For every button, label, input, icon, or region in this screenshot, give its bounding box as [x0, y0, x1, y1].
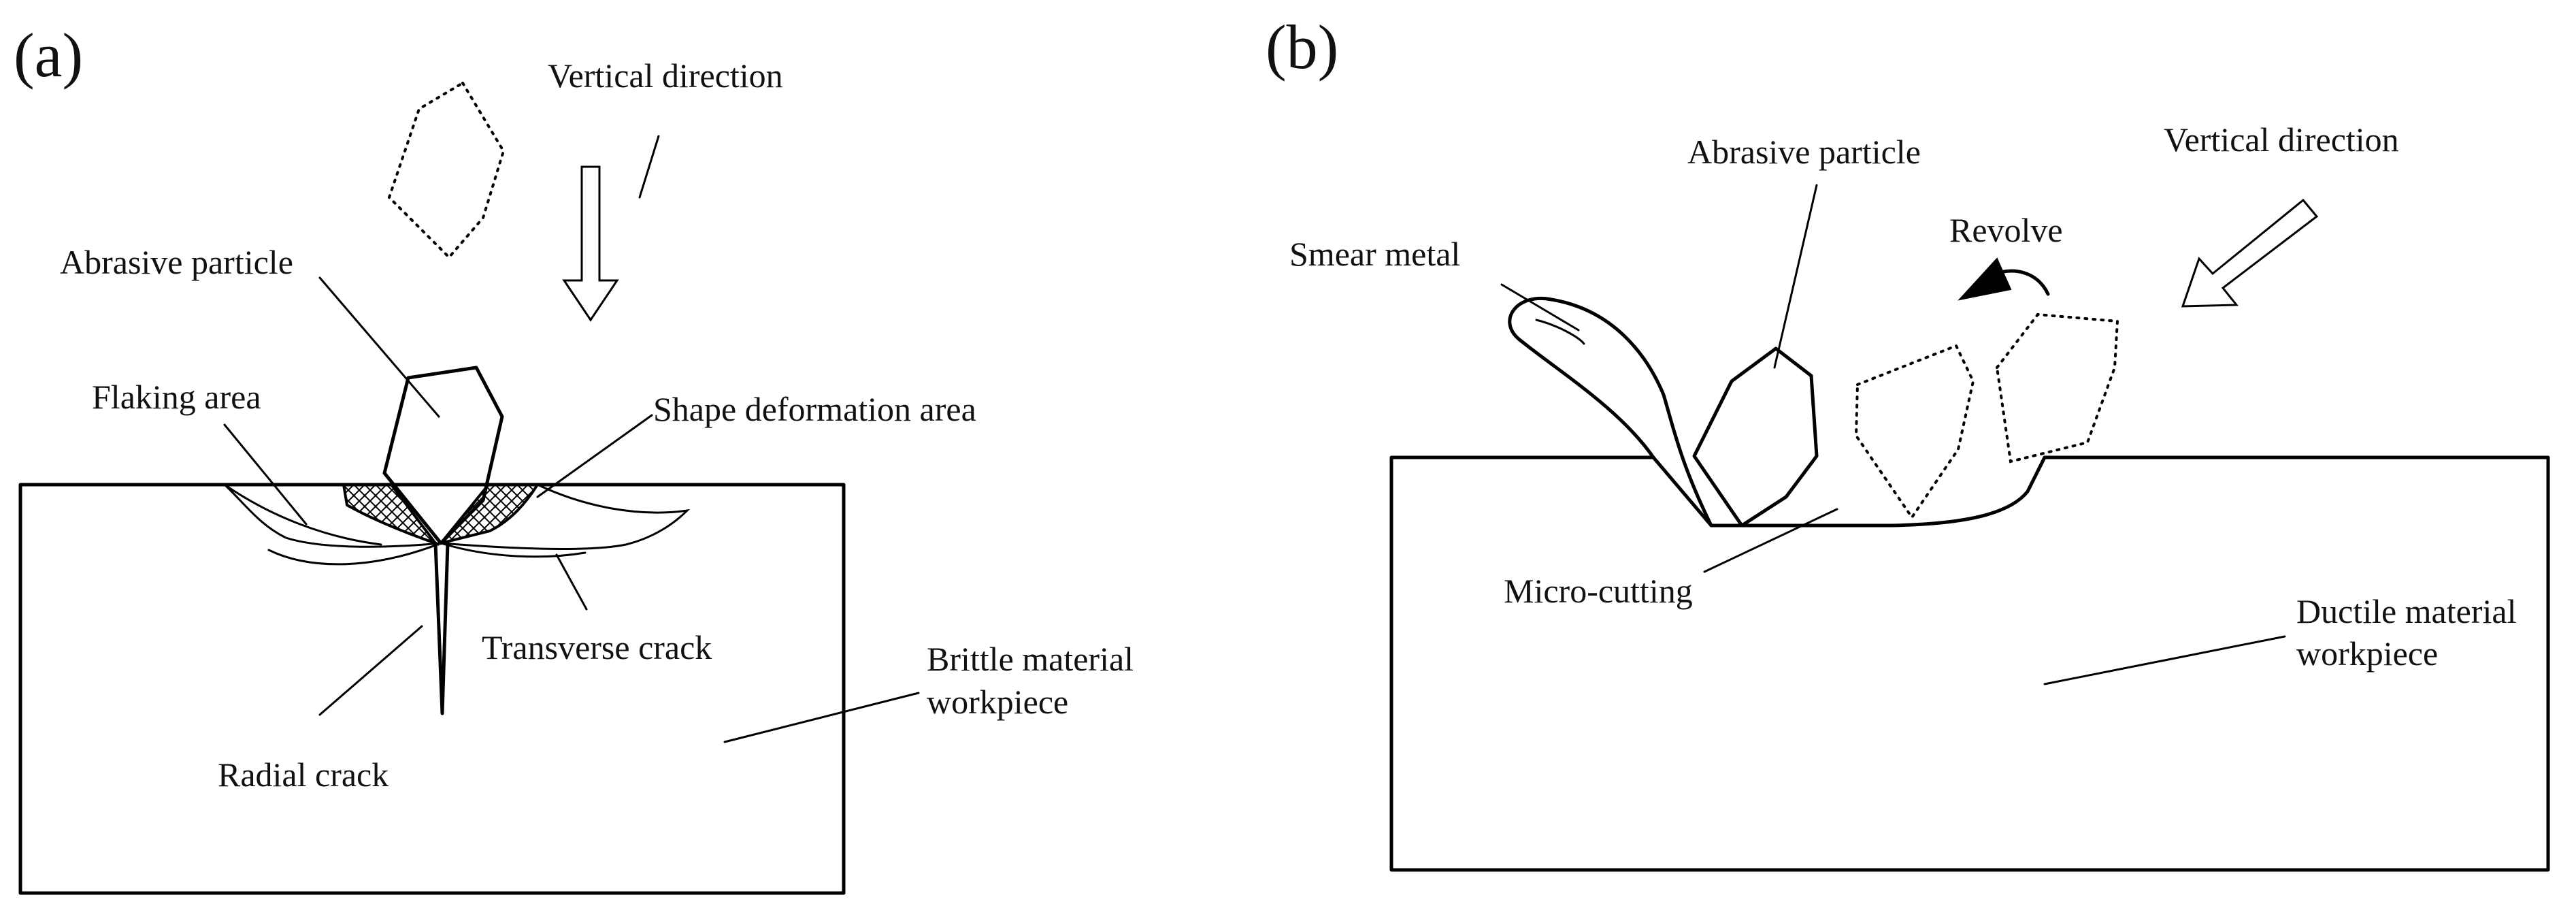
revolve-arrow-head [1958, 257, 2012, 301]
transverse-crack-left [267, 542, 442, 566]
leader-brittle-material [723, 692, 920, 743]
shape-deformation-area-left [342, 483, 440, 547]
leader-smear-metal [1500, 283, 1580, 331]
flaking-area-left-inner [223, 483, 382, 546]
panel-b-tag: (b) [1266, 12, 1338, 82]
panel-a: (a) Vertical direction Abrasive p [14, 20, 1134, 895]
label-smear-metal: Smear metal [1289, 235, 1460, 273]
micro-cutting-groove [1651, 455, 2047, 528]
label-brittle-material-1: Brittle material [927, 640, 1134, 678]
label-brittle-material-2: workpiece [927, 683, 1068, 721]
smear-metal-inner [1535, 319, 1585, 345]
abrasive-particle-outline-2 [1995, 312, 2119, 464]
panel-a-tag: (a) [14, 20, 83, 90]
brittle-workpiece-block [18, 483, 846, 895]
label-transverse-crack: Transverse crack [482, 628, 712, 666]
leader-abrasive-particle [318, 276, 440, 418]
ductile-workpiece-block [1389, 455, 2550, 872]
label-shape-deformation-area: Shape deformation area [653, 390, 976, 428]
label-flaking-area: Flaking area [92, 378, 261, 416]
leader-radial-crack [318, 625, 423, 716]
label-vertical-direction-a: Vertical direction [548, 56, 783, 95]
label-abrasive-particle-b: Abrasive particle [1687, 133, 1921, 171]
leader-flaking-area [223, 423, 308, 525]
leader-abrasive-particle-b [1773, 184, 1818, 369]
label-ductile-material-1: Ductile material [2296, 592, 2516, 630]
radial-crack [433, 541, 450, 715]
label-vertical-direction-b: Vertical direction [2164, 120, 2399, 159]
vertical-direction-arrow [562, 165, 619, 322]
leader-micro-cutting [1703, 508, 1838, 573]
label-radial-crack: Radial crack [218, 756, 389, 794]
transverse-crack-right [440, 542, 587, 558]
label-abrasive-particle-a: Abrasive particle [60, 243, 293, 281]
label-micro-cutting: Micro-cutting [1504, 572, 1693, 610]
smear-metal-chip [1508, 297, 1713, 528]
leader-transverse-crack [555, 553, 588, 611]
flaking-area-left-boundary [223, 483, 442, 548]
panel-b: (b) Vertical direction Abrasive particle… [1266, 12, 2550, 872]
abrasive-particle-outline-1 [1854, 344, 1975, 520]
shape-deformation-area-right [437, 483, 540, 546]
abrasive-particle-outline-before [387, 81, 506, 259]
leader-vertical-direction [638, 135, 660, 199]
vertical-direction-arrow-b [2181, 198, 2319, 308]
leader-ductile-material [2043, 635, 2286, 685]
abrasive-particle-b [1692, 346, 1819, 528]
leader-shape-deformation [536, 414, 653, 498]
label-revolve: Revolve [1949, 211, 2063, 249]
flaking-area-right-boundary [440, 483, 691, 550]
label-ductile-material-2: workpiece [2296, 634, 2438, 673]
